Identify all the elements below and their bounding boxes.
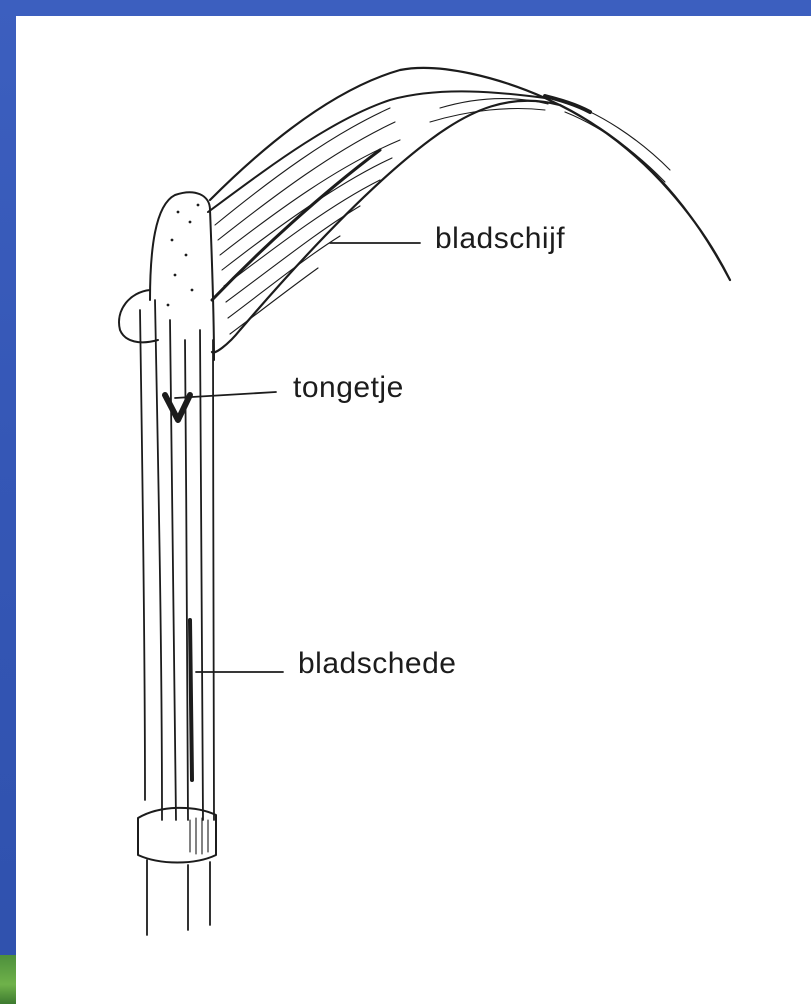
label-bladschijf: bladschijf [435, 224, 565, 254]
label-bladschede: bladschede [298, 649, 456, 679]
stem-node-marks [190, 818, 208, 854]
leaf-blade-outline [210, 68, 730, 353]
leaf-sheath [140, 300, 214, 820]
stem-node [138, 808, 216, 863]
label-tongetje: tongetje [293, 373, 404, 403]
auricle [119, 290, 158, 342]
lower-stem [147, 860, 210, 935]
sheath-tip [150, 192, 214, 360]
sheath-tip-dots [167, 204, 200, 307]
sheath-dark-stripe [190, 620, 192, 780]
